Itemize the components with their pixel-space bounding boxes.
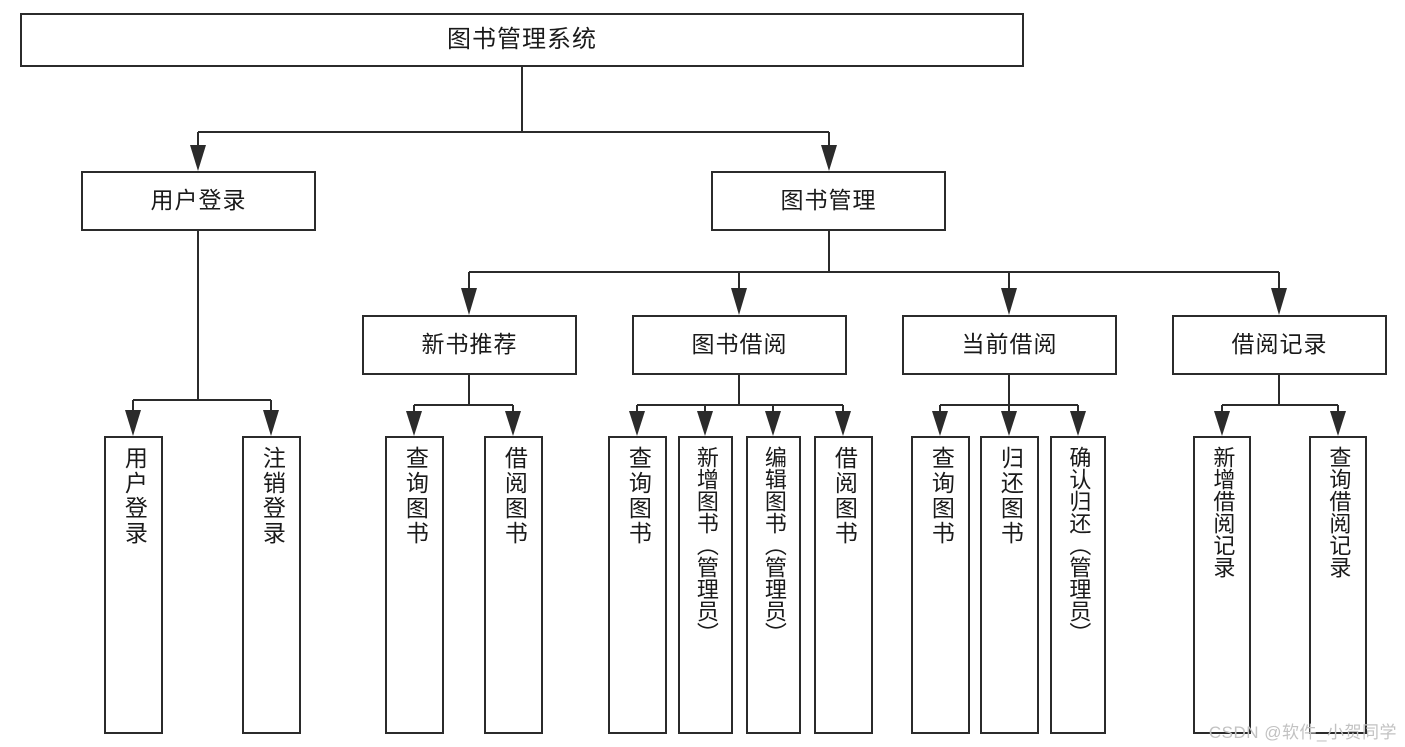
node-borrow-record[interactable]: 借阅记录	[1172, 315, 1387, 375]
arrowhead-book-mgmt	[821, 145, 837, 171]
arrowhead-borrowrecord-leaf-2	[1330, 411, 1346, 436]
leaf-label-currentborrow-query-book: 查询图书	[928, 446, 955, 546]
node-label-borrow-record: 借阅记录	[1231, 331, 1328, 358]
arrowhead-currentborrow-leaf-1	[932, 411, 948, 436]
node-book-management[interactable]: 图书管理	[711, 171, 946, 231]
node-root-system[interactable]: 图书管理系统	[20, 13, 1024, 67]
arrowhead-leaf-user-login	[125, 410, 141, 436]
leaf-bookborrow-borrow-book[interactable]: 借阅图书	[814, 436, 873, 734]
leaf-label-bookborrow-edit-book-admin: 编辑图书（管理员）	[761, 446, 787, 644]
node-label-current-borrow: 当前借阅	[961, 331, 1058, 358]
leaf-bookborrow-edit-book-admin[interactable]: 编辑图书（管理员）	[746, 436, 801, 734]
arrowhead-newbook-leaf-1	[406, 411, 422, 436]
node-label-user-login: 用户登录	[150, 187, 247, 214]
node-label-book-management: 图书管理	[780, 187, 877, 214]
arrowhead-leaf-logout	[263, 410, 279, 436]
node-new-book-recommend[interactable]: 新书推荐	[362, 315, 577, 375]
leaf-label-currentborrow-return-book: 归还图书	[997, 446, 1024, 546]
arrowhead-borrowrecord-leaf-1	[1214, 411, 1230, 436]
node-label-new-book-recommend: 新书推荐	[421, 331, 518, 358]
arrowhead-book-borrow	[731, 288, 747, 315]
leaf-label-user-logout: 注销登录	[259, 446, 286, 546]
watermark-text: CSDN @软件_小贺同学	[1208, 723, 1397, 742]
leaf-label-borrowrecord-add-record: 新增借阅记录	[1210, 446, 1236, 578]
arrowhead-currentborrow-leaf-2	[1001, 411, 1017, 436]
leaf-currentborrow-return-book[interactable]: 归还图书	[980, 436, 1039, 734]
arrowhead-borrow-record	[1271, 288, 1287, 315]
leaf-label-newbook-borrow-book: 借阅图书	[501, 446, 528, 546]
leaf-label-user-login-query: 用户登录	[121, 446, 148, 546]
leaf-label-bookborrow-add-book-admin: 新增图书（管理员）	[693, 446, 719, 644]
leaf-bookborrow-add-book-admin[interactable]: 新增图书（管理员）	[678, 436, 733, 734]
leaf-user-logout[interactable]: 注销登录	[242, 436, 301, 734]
leaf-user-login-query[interactable]: 用户登录	[104, 436, 163, 734]
leaf-newbook-borrow-book[interactable]: 借阅图书	[484, 436, 543, 734]
node-label-root-system: 图书管理系统	[447, 25, 597, 53]
leaf-label-newbook-query-book: 查询图书	[402, 446, 429, 546]
leaf-borrowrecord-add-record[interactable]: 新增借阅记录	[1193, 436, 1251, 734]
leaf-label-currentborrow-confirm-return-admin: 确认归还（管理员）	[1066, 446, 1092, 644]
arrowhead-current-borrow	[1001, 288, 1017, 315]
leaf-currentborrow-confirm-return-admin[interactable]: 确认归还（管理员）	[1050, 436, 1106, 734]
arrowhead-bookborrow-leaf-3	[765, 411, 781, 436]
leaf-borrowrecord-query-record[interactable]: 查询借阅记录	[1309, 436, 1367, 734]
arrowhead-currentborrow-leaf-3	[1070, 411, 1086, 436]
leaf-currentborrow-query-book[interactable]: 查询图书	[911, 436, 970, 734]
node-book-borrow[interactable]: 图书借阅	[632, 315, 847, 375]
arrowhead-new-book-recommend	[461, 288, 477, 315]
leaf-label-borrowrecord-query-record: 查询借阅记录	[1326, 446, 1352, 578]
arrowhead-user-login	[190, 145, 206, 171]
arrowhead-bookborrow-leaf-4	[835, 411, 851, 436]
node-user-login[interactable]: 用户登录	[81, 171, 316, 231]
arrowhead-bookborrow-leaf-1	[629, 411, 645, 436]
leaf-label-bookborrow-query-book: 查询图书	[625, 446, 652, 546]
leaf-newbook-query-book[interactable]: 查询图书	[385, 436, 444, 734]
node-label-book-borrow: 图书借阅	[691, 331, 788, 358]
node-current-borrow[interactable]: 当前借阅	[902, 315, 1117, 375]
arrowhead-newbook-leaf-2	[505, 411, 521, 436]
leaf-label-bookborrow-borrow-book: 借阅图书	[831, 446, 858, 546]
arrowhead-bookborrow-leaf-2	[697, 411, 713, 436]
leaf-bookborrow-query-book[interactable]: 查询图书	[608, 436, 667, 734]
